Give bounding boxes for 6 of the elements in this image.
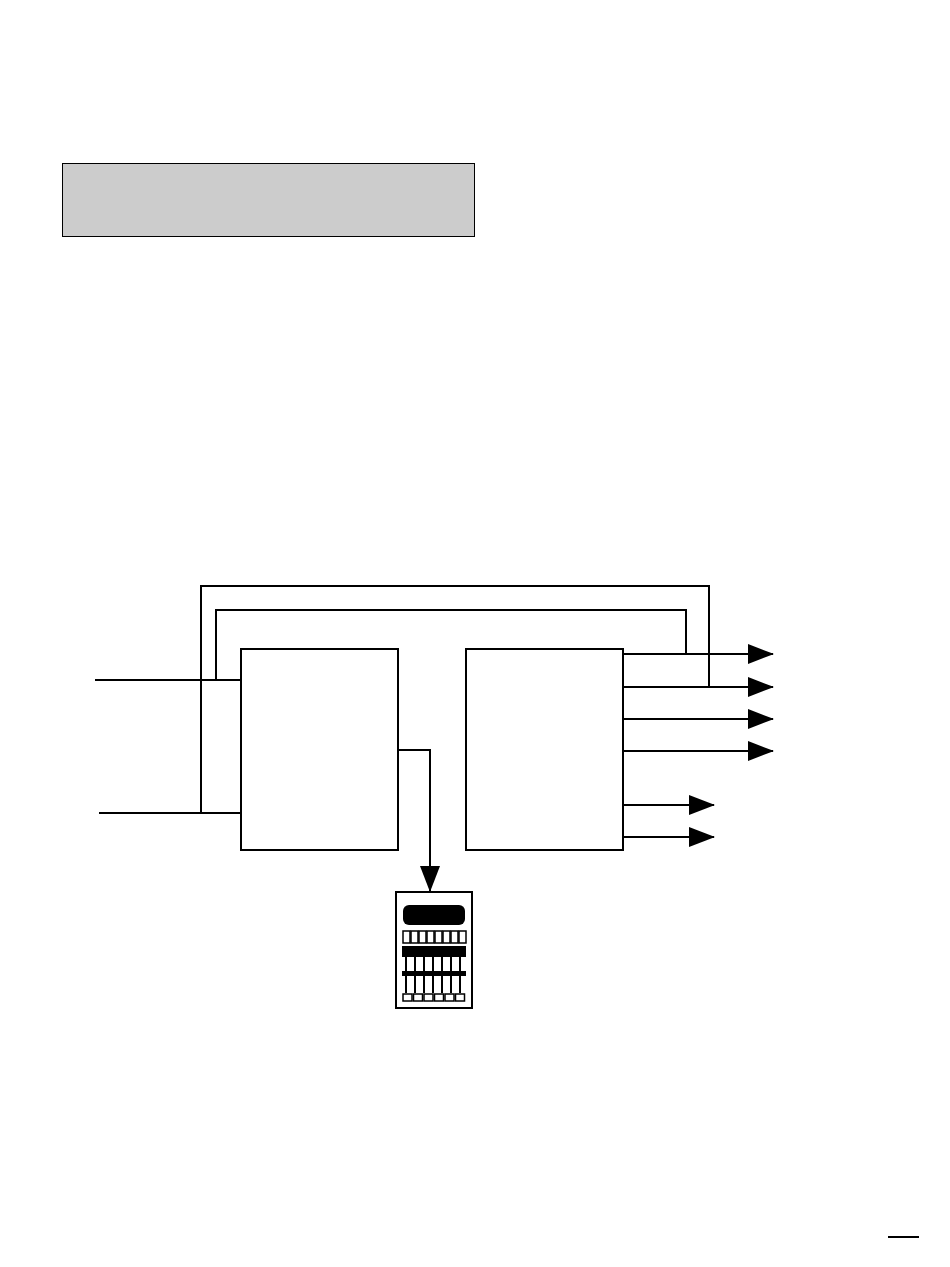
- block-box: [465, 648, 624, 851]
- mixer-drawing: [395, 891, 473, 1009]
- signal-line: [94, 679, 241, 681]
- signal-line: [98, 812, 241, 814]
- block-box: [240, 648, 399, 851]
- header-bar: [62, 163, 475, 237]
